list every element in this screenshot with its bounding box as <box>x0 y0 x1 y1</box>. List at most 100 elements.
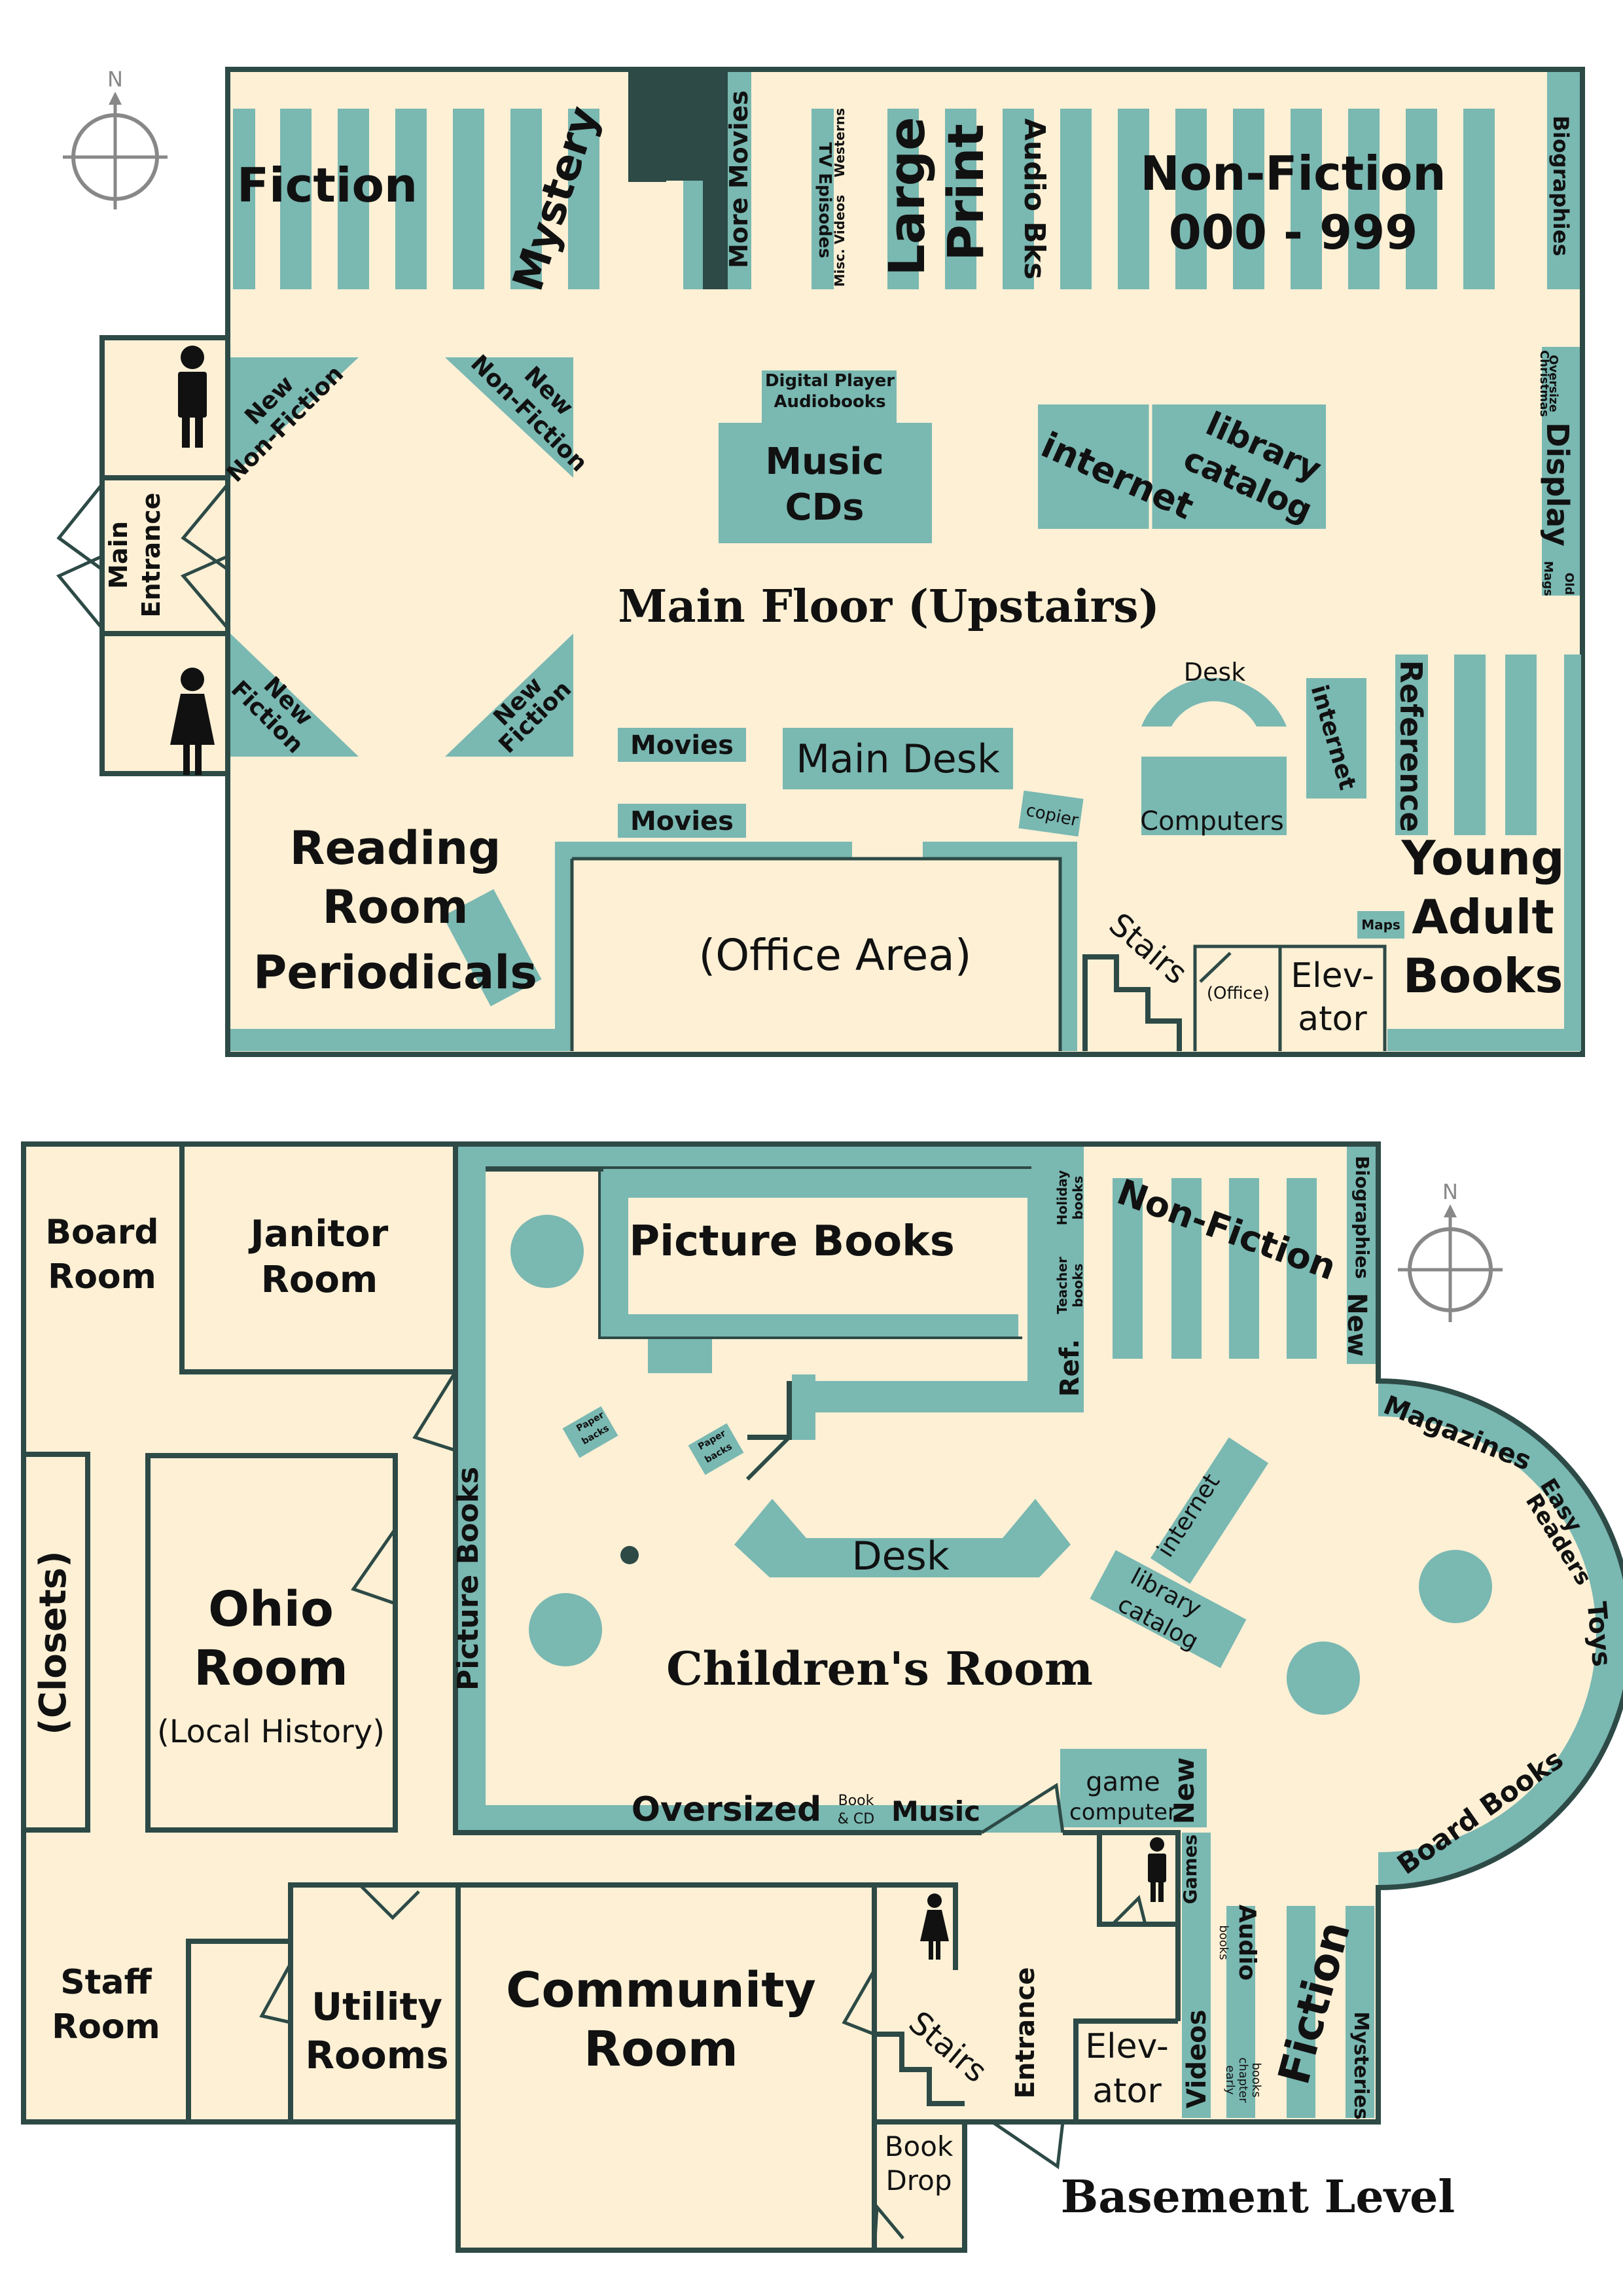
label-chapter: chapter <box>1236 2057 1250 2103</box>
label-local-history: (Local History) <box>157 1713 385 1750</box>
label-maps: Maps <box>1361 917 1400 933</box>
label-ohio: Ohio <box>208 1581 334 1638</box>
label-ator: ator <box>1298 999 1367 1039</box>
womens-restroom-icon <box>170 668 215 775</box>
label-computers: Computers <box>1140 806 1284 836</box>
label-young: Young <box>1400 831 1564 886</box>
basement-title: Basement Level <box>1061 2171 1455 2223</box>
label-elev: Elev- <box>1291 956 1374 996</box>
round-table-4 <box>1287 1641 1360 1715</box>
audio-books-shelf <box>1226 1906 1255 2118</box>
label-staff-room: Room <box>52 2007 160 2047</box>
childrens-desk <box>734 1499 1071 1577</box>
label-nonfiction-range: 000 - 999 <box>1169 205 1418 260</box>
periodicals-rack <box>442 889 542 1007</box>
label-janitor-room: Room <box>261 1259 378 1301</box>
label-print: Print <box>936 124 995 261</box>
label-audio-books-small: books <box>1217 1925 1230 1960</box>
nonfiction-shelves <box>1118 109 1495 289</box>
main-floor-title: Main Floor (Upstairs) <box>618 581 1160 633</box>
label-new-basement-top: New <box>1342 1293 1372 1357</box>
ref-shelf <box>1059 1147 1084 1412</box>
label-music-basement: Music <box>891 1795 980 1827</box>
label-nonfiction: Non-Fiction <box>1140 146 1446 201</box>
north-label-basement: N <box>1442 1179 1458 1204</box>
label-ohio-room: Room <box>194 1640 348 1696</box>
compass-icon: N <box>63 67 168 209</box>
main-floor-outer-wall <box>225 67 1585 1057</box>
label-holiday-books: books <box>1070 1175 1086 1219</box>
label-and-cd: & CD <box>838 1811 874 1827</box>
label-picture-books-top: Picture Books <box>629 1217 955 1266</box>
label-more-movies: More Movies <box>724 90 753 268</box>
round-table-3 <box>1419 1550 1492 1623</box>
label-oversize: Oversize <box>1546 355 1560 412</box>
womens-restroom-basement-icon <box>920 1893 949 1960</box>
elevator <box>1280 944 1387 1051</box>
north-label: N <box>107 67 123 92</box>
label-board: Board <box>45 1213 158 1252</box>
label-janitor: Janitor <box>248 1213 389 1255</box>
fiction-shelves <box>233 109 599 289</box>
basement-floor-area <box>24 1144 1623 2250</box>
holiday-teacher-shelf <box>1027 1147 1059 1412</box>
entrance-door-right-bottom <box>180 554 229 630</box>
label-desk: Desk <box>1184 658 1245 687</box>
closets <box>21 1452 90 1833</box>
biographies-shelf <box>1547 72 1580 289</box>
maps-cabinet <box>1357 911 1404 939</box>
entrance-door-left-bottom <box>56 554 103 630</box>
label-biographies: Biographies <box>1548 115 1573 256</box>
womens-restroom-basement <box>874 1882 958 1970</box>
new-nonfiction-left <box>230 357 359 478</box>
label-cds: CDs <box>785 486 865 529</box>
label-books: Books <box>1403 948 1563 1003</box>
new-fiction-right <box>445 634 573 757</box>
mens-restroom-basement-icon <box>1148 1837 1166 1902</box>
label-reading-room: Room <box>322 880 468 934</box>
label-utility-rooms: Rooms <box>305 2033 448 2077</box>
office-room <box>1193 944 1282 1051</box>
entrance-door-right-top <box>181 483 229 571</box>
internet-catalog-table <box>1038 404 1326 529</box>
round-table-1 <box>510 1215 584 1288</box>
label-christmas: Christmas <box>1537 350 1551 417</box>
basement-stairs <box>874 2032 965 2106</box>
biographies-new-shelf <box>1347 1147 1376 1364</box>
label-large: Large <box>878 117 936 276</box>
paperbacks-rack-2 <box>688 1423 744 1475</box>
label-book-drop-1: Book <box>885 2130 954 2162</box>
label-entrance-basement: Entrance <box>1010 1967 1041 2099</box>
main-floor-plan: N <box>56 67 1585 1057</box>
label-main-desk: Main Desk <box>796 736 1000 782</box>
label-childrens-room: Children's Room <box>666 1641 1093 1696</box>
label-reading: Reading <box>290 821 501 875</box>
label-staff: Staff <box>60 1963 152 2002</box>
more-movies-shelf <box>728 72 751 289</box>
label-oversized: Oversized <box>632 1790 822 1829</box>
label-reference: Reference <box>1393 660 1429 833</box>
new-nonfiction-right <box>445 357 573 478</box>
picture-books-shelf <box>605 1314 1018 1338</box>
label-videos: Videos <box>1182 2009 1212 2108</box>
label-periodicals: Periodicals <box>253 946 537 999</box>
display-shelf <box>1542 347 1580 596</box>
label-movies-1: Movies <box>630 730 734 761</box>
label-computer: computer <box>1069 1799 1177 1825</box>
label-board-room: Room <box>48 1257 156 1297</box>
label-picture-books-side: Picture Books <box>452 1467 485 1691</box>
new-fiction-left <box>230 634 359 757</box>
movies-shelf-2 <box>618 804 746 838</box>
stairs-outline <box>1082 954 1182 1051</box>
main-desk <box>783 728 1013 789</box>
label-old: Old <box>1562 573 1576 595</box>
label-community-room: Room <box>584 2021 738 2077</box>
label-digital-player: Digital Player <box>765 371 895 391</box>
label-office-area: (Office Area) <box>698 930 971 980</box>
reference-shelf <box>1395 655 1428 835</box>
round-table-2 <box>529 1593 602 1666</box>
label-westerns: Westerns <box>832 108 847 177</box>
label-main: Main <box>104 521 133 589</box>
utility-room <box>288 1882 458 2122</box>
